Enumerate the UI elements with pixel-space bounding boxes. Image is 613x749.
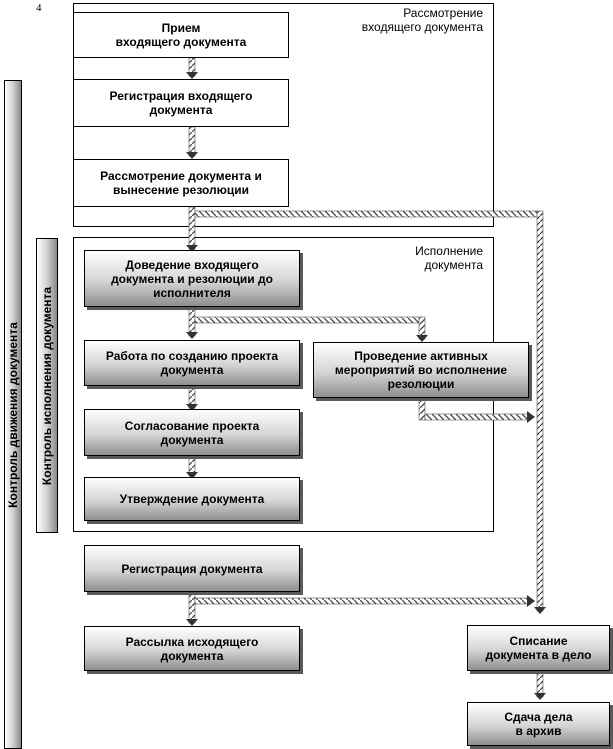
send-outgoing-step: Рассылка исходящего документа bbox=[84, 626, 300, 671]
register-incoming-step: Регистрация входящего документа bbox=[73, 79, 289, 127]
register-document-step: Регистрация документа bbox=[84, 545, 300, 592]
sign-off-step: Утверждение документа bbox=[84, 477, 300, 521]
page-number: 4 bbox=[36, 2, 42, 14]
execution-stage-label: Исполнение документа bbox=[415, 244, 483, 272]
send-outgoing-label: Рассылка исходящего документа bbox=[125, 634, 259, 663]
archive-case-label: Сдача дела в архив bbox=[504, 710, 573, 738]
active-measures-label: Проведение активных мероприятий во испол… bbox=[334, 349, 508, 391]
sign-off-label: Утверждение документа bbox=[119, 492, 265, 506]
review-stage-label: Рассмотрение входящего документа bbox=[361, 6, 483, 34]
file-to-case-step: Списание документа в дело bbox=[467, 625, 610, 671]
draft-work-label: Работа по созданию проекта документа bbox=[105, 349, 279, 377]
approve-draft-label: Согласование проекта документа bbox=[124, 418, 260, 447]
receive-incoming-step: Прием входящего документа bbox=[73, 12, 289, 58]
archive-case-step: Сдача дела в архив bbox=[467, 702, 610, 746]
register-incoming-label: Регистрация входящего документа bbox=[109, 89, 253, 117]
deliver-to-executor-step: Доведение входящего документа и резолюци… bbox=[84, 250, 300, 307]
deliver-to-executor-label: Доведение входящего документа и резолюци… bbox=[111, 257, 273, 300]
register-document-label: Регистрация документа bbox=[121, 561, 263, 576]
active-measures-step: Проведение активных мероприятий во испол… bbox=[313, 342, 529, 398]
receive-incoming-label: Прием входящего документа bbox=[115, 21, 247, 49]
document-execution-control-bar: Контроль исполнения документа bbox=[36, 238, 58, 533]
review-resolution-label: Рассмотрение документа и вынесение резол… bbox=[100, 169, 262, 197]
draft-work-step: Работа по созданию проекта документа bbox=[84, 340, 300, 386]
approve-draft-step: Согласование проекта документа bbox=[84, 409, 300, 456]
review-resolution-step: Рассмотрение документа и вынесение резол… bbox=[73, 159, 289, 207]
file-to-case-label: Списание документа в дело bbox=[485, 634, 592, 662]
